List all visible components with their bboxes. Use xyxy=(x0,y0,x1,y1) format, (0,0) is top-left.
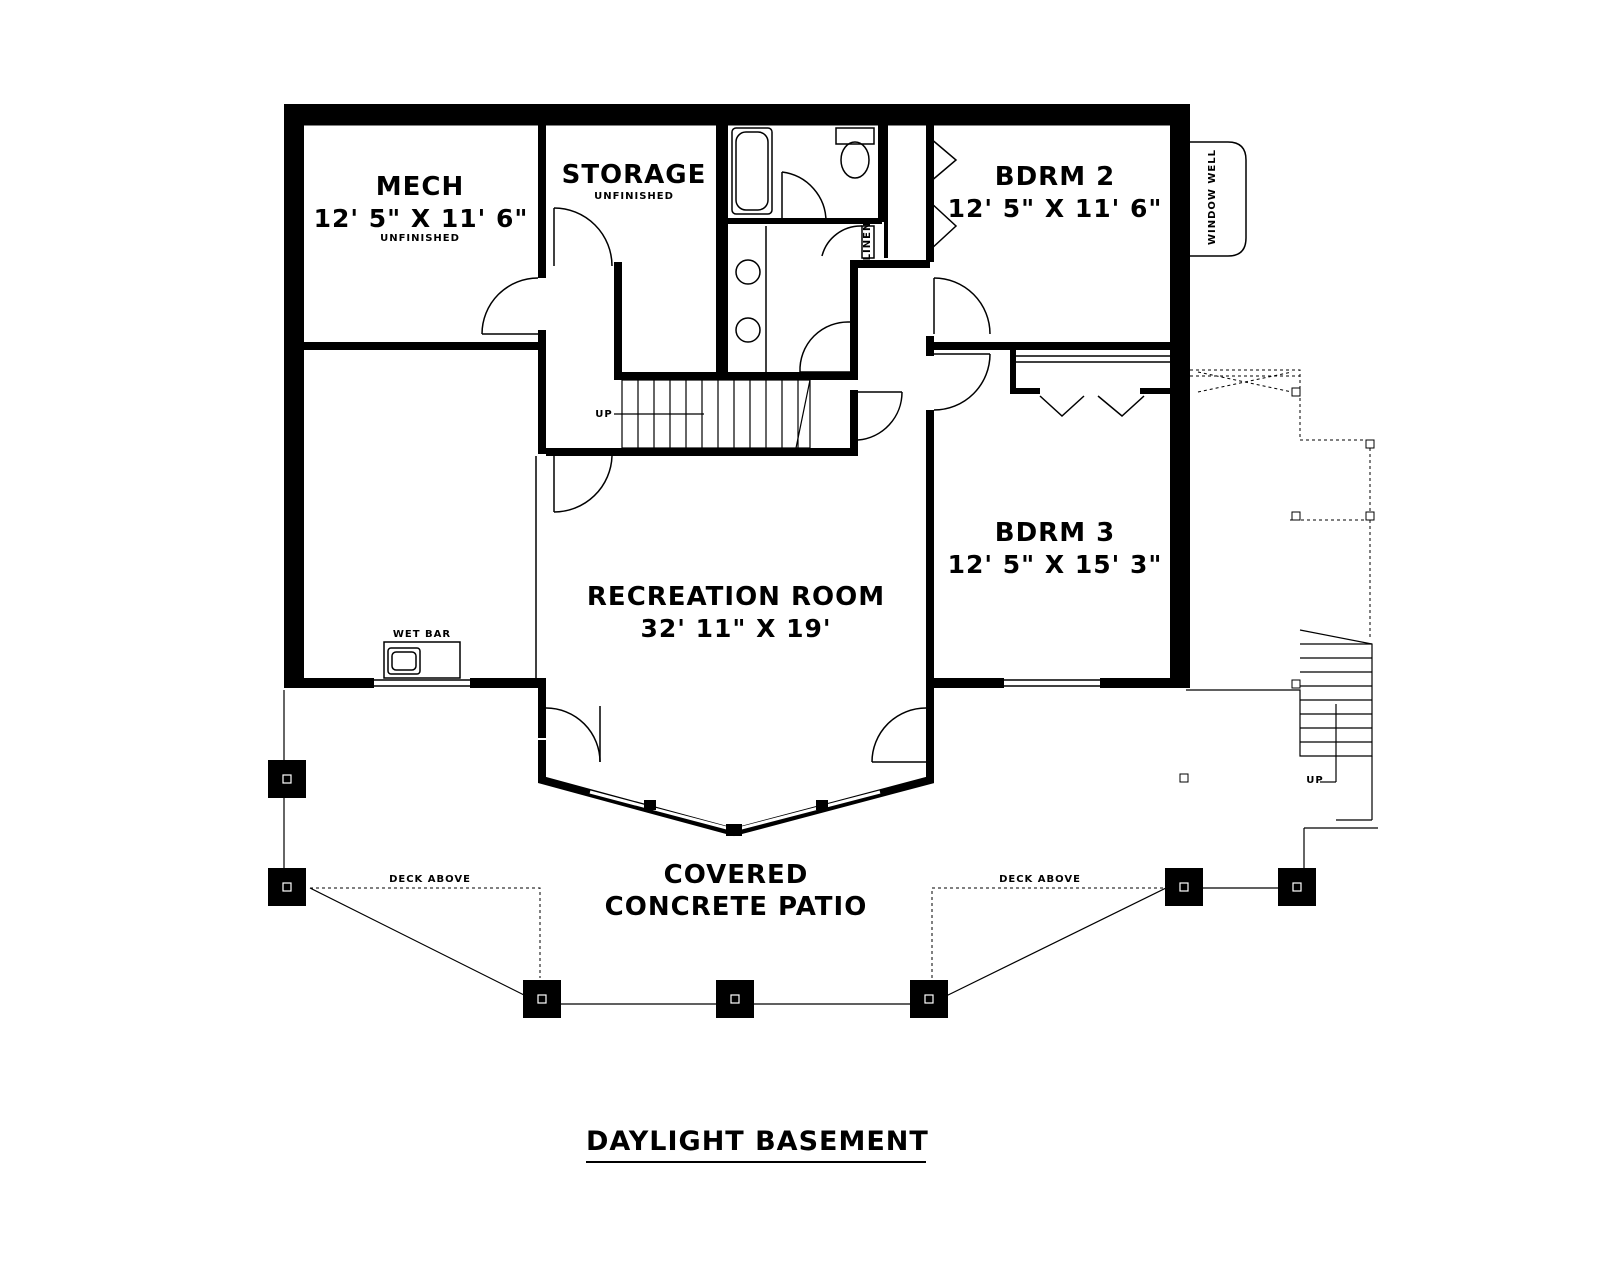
recreation-name: RECREATION ROOM xyxy=(586,582,886,612)
window-well xyxy=(1190,141,1247,257)
post xyxy=(268,868,306,906)
exterior-walls xyxy=(284,104,1190,688)
recreation-dims: 32' 11" X 19' xyxy=(640,614,832,643)
post xyxy=(268,760,306,798)
post xyxy=(523,980,561,1018)
stair xyxy=(614,379,811,449)
patio-posts xyxy=(268,760,1316,1018)
window-well-label: WINDOW WELL xyxy=(1207,148,1218,246)
post-marks xyxy=(282,774,1302,1004)
deck-stair xyxy=(1186,629,1373,821)
windows xyxy=(374,158,1185,687)
bdrm2-dims: 12' 5" X 11' 6" xyxy=(947,194,1163,223)
wet-bar-label: WET BAR xyxy=(392,629,452,640)
post xyxy=(910,980,948,1018)
interior-walls xyxy=(304,124,1170,740)
post xyxy=(1278,868,1316,906)
deck-above-left-label: DECK ABOVE xyxy=(389,874,471,885)
linen-label: LINEN xyxy=(862,221,873,261)
deck-stair-up-label: UP xyxy=(1306,775,1324,786)
stair-up-label: UP xyxy=(595,409,613,420)
deck-above-dashed xyxy=(310,369,1371,978)
bdrm3-name: BDRM 3 xyxy=(994,518,1116,548)
mech-note: UNFINISHED xyxy=(380,233,460,244)
door-swings xyxy=(481,137,1170,763)
bath-fixtures xyxy=(731,127,875,376)
storage-note: UNFINISHED xyxy=(594,191,674,202)
post xyxy=(716,980,754,1018)
small-posts xyxy=(1179,387,1375,783)
plan-title: DAYLIGHT BASEMENT xyxy=(586,1128,928,1163)
storage-name: STORAGE xyxy=(561,160,707,190)
patio-line2: CONCRETE PATIO xyxy=(604,892,868,922)
mech-dims: 12' 5" X 11' 6" xyxy=(313,204,529,233)
post xyxy=(1165,868,1203,906)
exterior-wall-inner-lines xyxy=(299,122,1175,688)
patio-line1: COVERED xyxy=(663,860,809,890)
bay-wall xyxy=(538,740,934,837)
bdrm2-name: BDRM 2 xyxy=(994,162,1116,192)
wet-bar xyxy=(383,641,461,679)
mech-name: MECH xyxy=(375,172,465,202)
bdrm3-dims: 12' 5" X 15' 3" xyxy=(947,550,1163,579)
patio-outline xyxy=(283,690,1378,1005)
deck-above-right-label: DECK ABOVE xyxy=(999,874,1081,885)
